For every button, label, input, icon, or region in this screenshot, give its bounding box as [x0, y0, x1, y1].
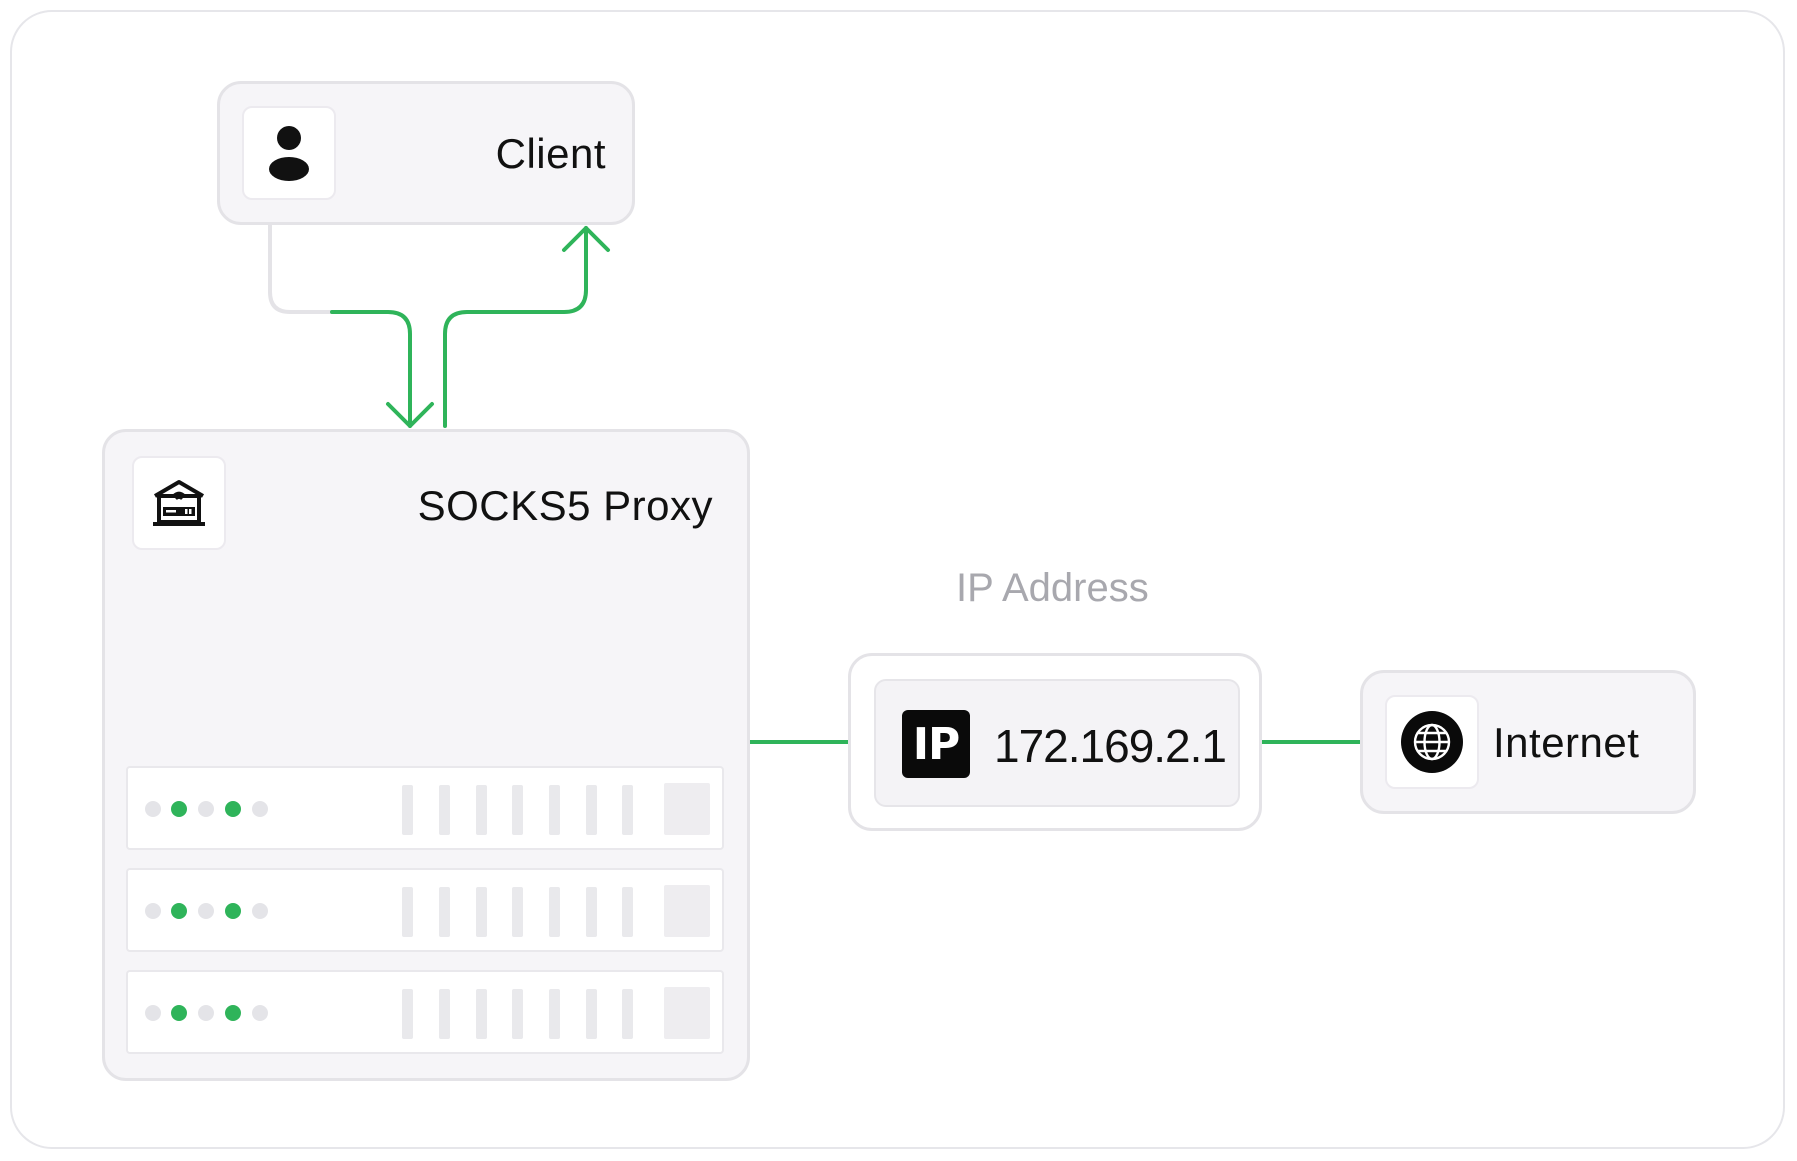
drive-slot: [402, 989, 413, 1039]
server-rack: [126, 970, 724, 1054]
response-arrow: [443, 226, 588, 428]
rack-port: [664, 987, 710, 1039]
status-led: [171, 1005, 187, 1021]
client-icon-box: [242, 106, 336, 200]
status-led: [145, 801, 161, 817]
drive-slot: [586, 785, 597, 835]
status-led: [252, 801, 268, 817]
ip-address-caption: IP Address: [956, 566, 1149, 610]
ip-badge-text: IP: [912, 718, 961, 770]
client-link-gray: [268, 224, 332, 314]
drive-slot: [586, 887, 597, 937]
drive-slot: [622, 989, 633, 1039]
drive-slot: [476, 887, 487, 937]
globe-icon: [1401, 711, 1463, 773]
drive-slot: [549, 887, 560, 937]
proxy-label: SOCKS5 Proxy: [417, 482, 713, 529]
drive-slot: [439, 785, 450, 835]
status-led: [171, 903, 187, 919]
drive-slot: [622, 887, 633, 937]
client-node: Client: [217, 81, 635, 225]
request-arrowhead: [386, 402, 434, 428]
user-icon: [269, 126, 309, 181]
client-label: Client: [495, 130, 606, 177]
request-arrow: [330, 310, 412, 428]
drive-slot: [549, 785, 560, 835]
status-led: [198, 801, 214, 817]
drive-slot: [512, 989, 523, 1039]
status-led: [145, 1005, 161, 1021]
status-led: [225, 1005, 241, 1021]
drive-slot: [402, 785, 413, 835]
drive-slot: [622, 785, 633, 835]
status-led: [198, 903, 214, 919]
rack-port: [664, 885, 710, 937]
drive-slot: [586, 989, 597, 1039]
ip-badge-icon: IP: [902, 710, 970, 778]
status-led: [145, 903, 161, 919]
internet-icon-box: [1385, 695, 1479, 789]
status-led: [225, 801, 241, 817]
status-led: [252, 1005, 268, 1021]
router-house-icon: [153, 480, 205, 526]
rack-port: [664, 783, 710, 835]
status-led: [225, 903, 241, 919]
server-rack: [126, 766, 724, 850]
drive-slot: [476, 989, 487, 1039]
drive-slot: [439, 887, 450, 937]
drive-slot: [439, 989, 450, 1039]
drive-slot: [402, 887, 413, 937]
proxy-icon-box: [132, 456, 226, 550]
ip-inner-panel: IP 172.169.2.1: [874, 679, 1240, 807]
status-led: [171, 801, 187, 817]
internet-label: Internet: [1493, 719, 1640, 766]
drive-slot: [512, 785, 523, 835]
ip-node: IP 172.169.2.1: [848, 653, 1262, 831]
server-rack: [126, 868, 724, 952]
ip-address-value: 172.169.2.1: [994, 720, 1227, 772]
internet-node: Internet: [1360, 670, 1696, 814]
status-led: [252, 903, 268, 919]
drive-slot: [549, 989, 560, 1039]
response-arrowhead: [562, 226, 610, 252]
drive-slot: [512, 887, 523, 937]
status-led: [198, 1005, 214, 1021]
drive-slot: [476, 785, 487, 835]
